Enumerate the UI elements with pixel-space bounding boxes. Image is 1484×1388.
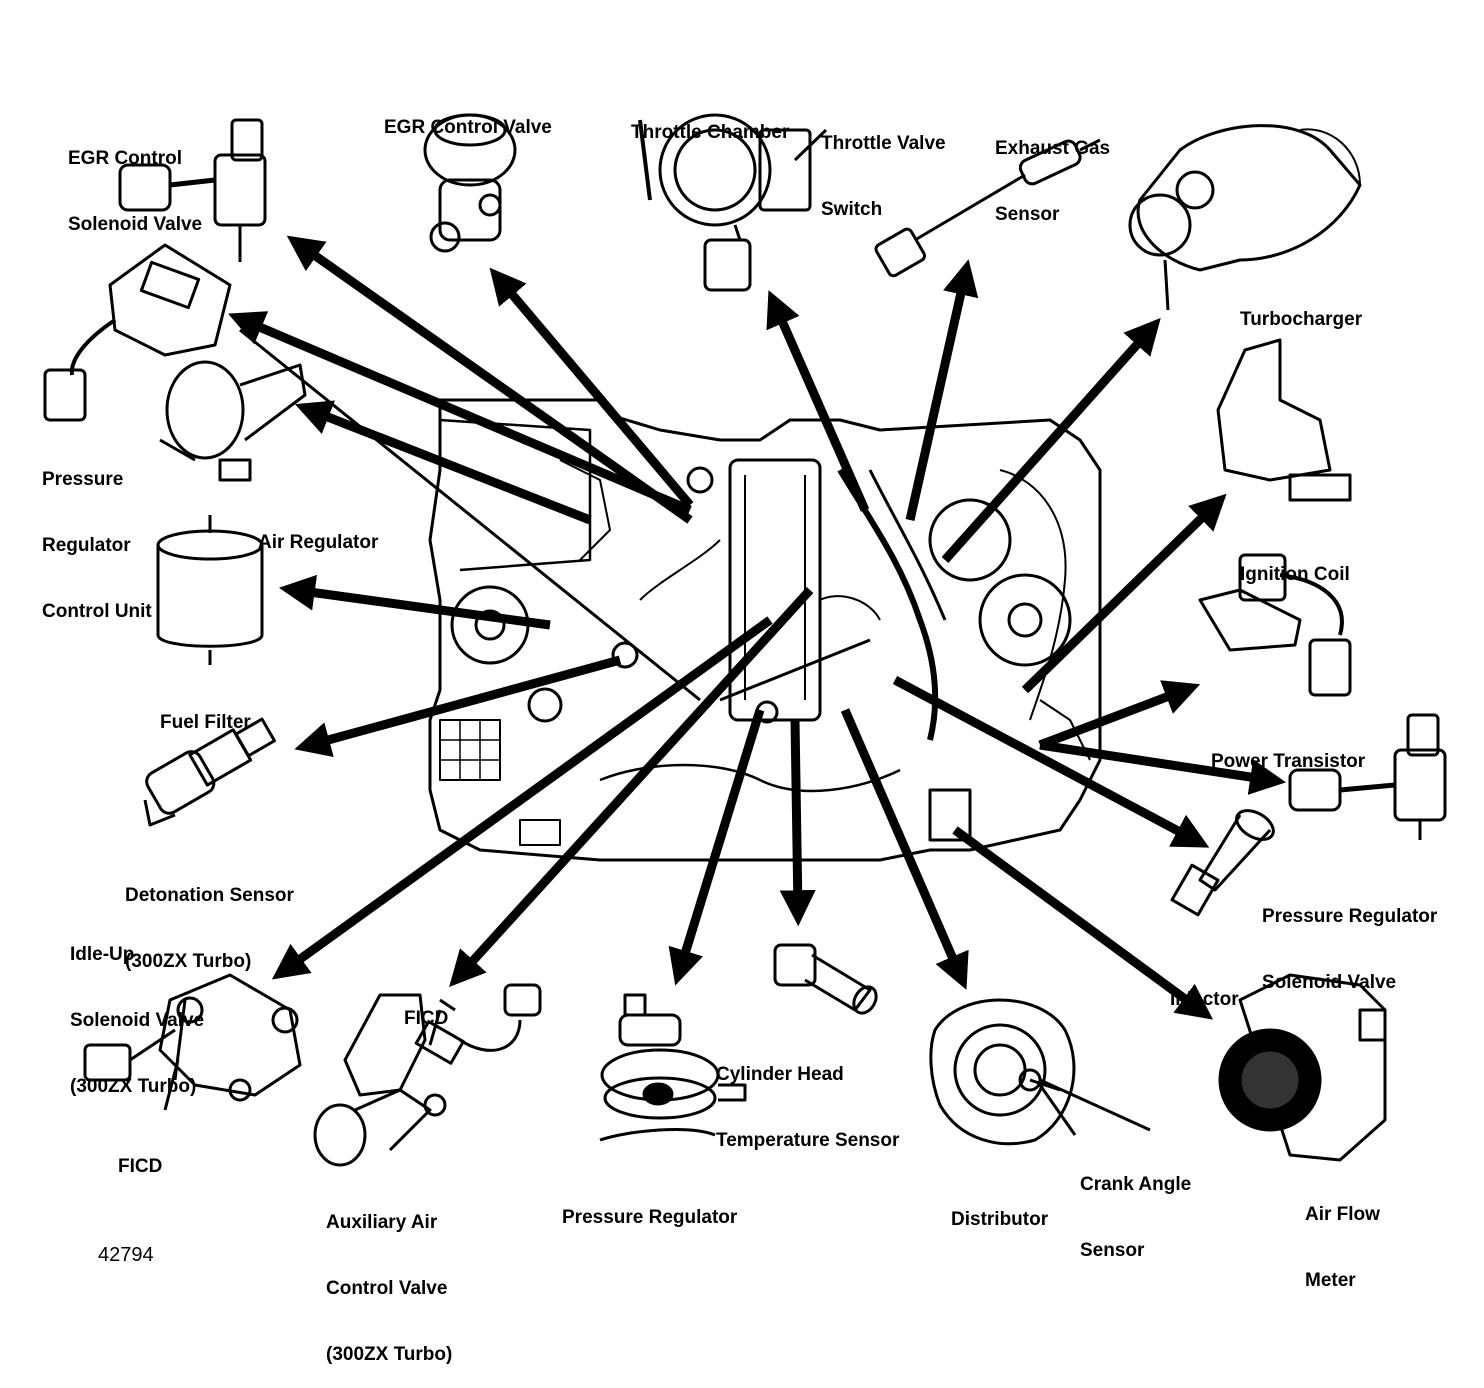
air-flow-meter-drawing xyxy=(1218,973,1387,1162)
label-injector: Injector xyxy=(1170,989,1239,1010)
arrow-turbocharger xyxy=(941,317,1161,563)
label-fuel-filter: Fuel Filter xyxy=(160,712,251,733)
arrow-pressure-regulator xyxy=(668,708,765,986)
arrow-ignition-coil xyxy=(1021,493,1227,694)
arrow-exhaust-gas-sensor xyxy=(905,259,979,521)
arrow-air-regulator xyxy=(294,400,592,525)
fuel-filter-drawing xyxy=(156,515,264,665)
arrow-idle-up-solenoid-valve xyxy=(271,616,773,980)
label-ignition-coil: Ignition Coil xyxy=(1240,564,1350,585)
pressure-regulator-solenoid-valve-drawing xyxy=(1288,713,1447,840)
arrow-throttle-chamber xyxy=(766,290,870,512)
engine-component-diagram xyxy=(43,113,1447,1167)
arrow-fuel-filter xyxy=(278,574,551,630)
pressure-regulator-drawing xyxy=(599,993,747,1142)
label-ficd-bottom: FICD xyxy=(118,1156,163,1177)
label-turbocharger: Turbocharger xyxy=(1240,309,1363,330)
label-ficd-top: FICD xyxy=(404,1008,449,1029)
label-pressure-regulator-control-unit: Pressure Regulator Control Unit xyxy=(42,469,152,622)
label-throttle-valve-switch: Throttle Valve Switch xyxy=(821,133,946,220)
label-power-transistor: Power Transistor xyxy=(1211,751,1366,772)
arrow-egr-control-valve xyxy=(489,267,694,508)
label-distributor: Distributor xyxy=(951,1209,1049,1230)
power-transistor-drawing xyxy=(1198,553,1352,697)
label-air-flow-meter: Air Flow Meter xyxy=(1305,1204,1380,1291)
throttle-chamber-drawing xyxy=(638,113,812,292)
label-idle-up-solenoid-valve: Idle-Up Solenoid Valve (300ZX Turbo) xyxy=(70,944,205,1097)
arrow-power-transistor xyxy=(1038,680,1201,750)
turbocharger-drawing xyxy=(1128,124,1362,311)
figure-number: 42794 xyxy=(98,1244,154,1266)
detonation-sensor-drawing xyxy=(143,717,276,827)
arrow-air-flow-meter xyxy=(952,826,1214,1020)
label-pressure-regulator-solenoid-valve: Pressure Regulator Solenoid Valve xyxy=(1262,906,1438,993)
auxiliary-air-control-valve-drawing xyxy=(313,983,542,1167)
label-egr-control-solenoid-valve: EGR Control Solenoid Valve xyxy=(68,148,203,235)
arrow-detonation-sensor xyxy=(294,655,622,758)
label-throttle-chamber: Throttle Chamber xyxy=(631,122,790,143)
callout-arrows xyxy=(228,235,1287,1020)
arrow-pressure-regulator-control-unit xyxy=(228,311,692,515)
pressure-regulator-control-unit-drawing xyxy=(43,243,232,422)
label-air-regulator: Air Regulator xyxy=(258,532,379,553)
exhaust-gas-sensor-drawing xyxy=(874,138,1101,278)
ignition-coil-drawing xyxy=(1216,338,1352,502)
arrow-egr-control-solenoid-valve xyxy=(286,235,693,524)
egr-control-valve-drawing xyxy=(423,113,517,253)
arrow-pressure-regulator-solenoid-valve xyxy=(1039,740,1287,795)
distributor-drawing xyxy=(929,998,1076,1146)
egr-control-solenoid-valve-drawing xyxy=(118,118,267,262)
label-cylinder-head-temperature-sensor: Cylinder Head Temperature Sensor xyxy=(716,1064,900,1151)
thin-leader-lines xyxy=(163,128,1151,1136)
arrow-cylinder-head-temperature-sensor xyxy=(779,719,816,927)
label-exhaust-gas-sensor: Exhaust Gas Sensor xyxy=(995,138,1111,225)
cylinder-head-temperature-sensor-drawing xyxy=(773,943,878,1015)
label-detonation-sensor: Detonation Sensor (300ZX Turbo) xyxy=(125,885,294,972)
arrow-ficd xyxy=(449,586,814,987)
label-egr-control-valve: EGR Control Valve xyxy=(384,117,552,138)
label-crank-angle-sensor: Crank Angle Sensor xyxy=(1080,1174,1192,1261)
label-auxiliary-air-control-valve: Auxiliary Air Control Valve (300ZX Turbo… xyxy=(326,1212,453,1365)
injector-drawing xyxy=(1170,809,1275,917)
arrow-injector xyxy=(892,676,1210,848)
arrow-distributor xyxy=(840,708,969,990)
idle-up-solenoid-valve-drawing xyxy=(83,973,302,1102)
label-pressure-regulator: Pressure Regulator xyxy=(562,1207,738,1228)
air-regulator-drawing xyxy=(159,360,307,482)
